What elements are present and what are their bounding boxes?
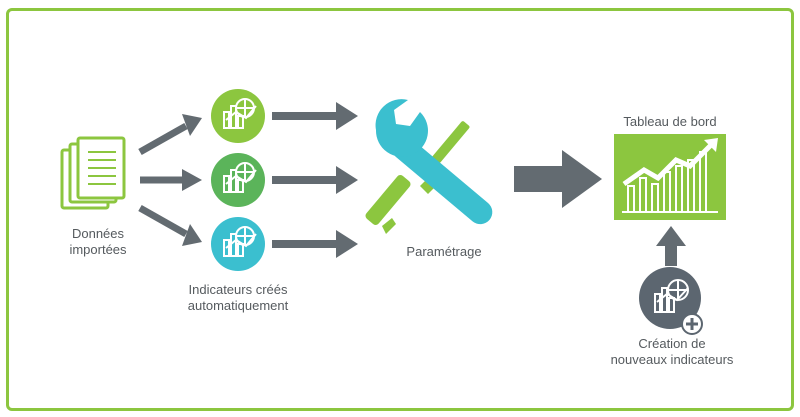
- dashboard-chart-icon: [614, 134, 726, 220]
- chart-globe-icon: [223, 162, 257, 193]
- chart-globe-icon: [223, 226, 257, 257]
- label-imported-data-line2: importées: [69, 242, 127, 257]
- chart-globe-icon: [223, 98, 257, 129]
- label-auto-indicators-line2: automatiquement: [187, 298, 289, 313]
- label-imported-data: Données importées: [56, 226, 140, 258]
- wrench-screwdriver-icon: [365, 99, 493, 234]
- label-auto-indicators-line1: Indicateurs créés: [188, 282, 288, 297]
- arrow-setup-to-dashboard: [514, 150, 602, 208]
- arrows-indicators-to-setup: [272, 102, 358, 258]
- label-auto-indicators: Indicateurs créés automatiquement: [168, 282, 308, 314]
- label-new-indicators-line1: Création de: [638, 336, 706, 351]
- label-new-indicators: Création de nouveaux indicateurs: [598, 336, 746, 368]
- new-indicator-circle: [639, 267, 703, 335]
- indicator-circle-1: [211, 89, 265, 143]
- indicator-circle-3: [211, 217, 265, 271]
- indicator-circle-2: [211, 153, 265, 207]
- label-setup: Paramétrage: [406, 244, 482, 259]
- documents-icon: [60, 136, 126, 210]
- arrow-new-to-dashboard: [656, 226, 686, 266]
- label-new-indicators-line2: nouveaux indicateurs: [610, 352, 734, 367]
- arrows-docs-to-indicators: [138, 114, 202, 246]
- chart-globe-plus-icon: [654, 279, 689, 313]
- label-imported-data-line1: Données: [71, 226, 125, 241]
- label-dashboard: Tableau de bord: [623, 114, 717, 129]
